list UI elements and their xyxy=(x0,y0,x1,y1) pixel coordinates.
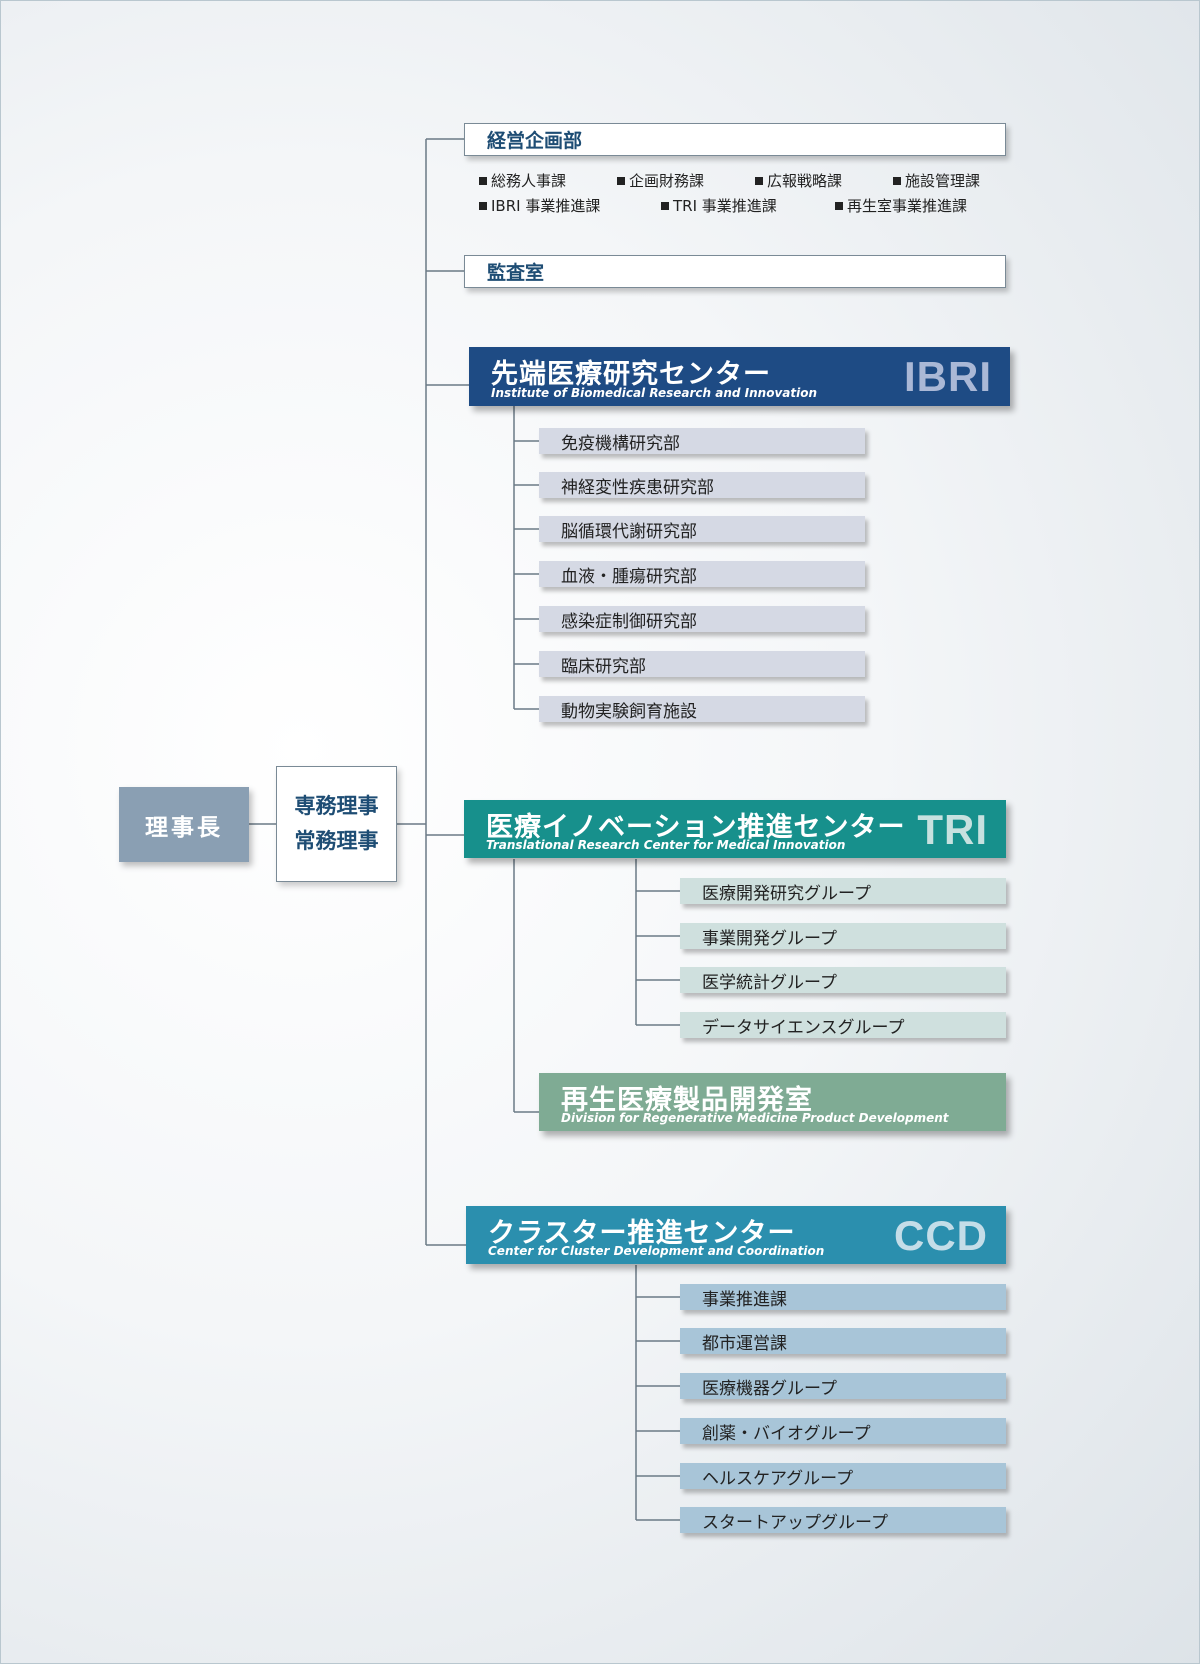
sections-row-2: IBRI 事業推進課 TRI 事業推進課 再生室事業推進課 xyxy=(479,194,1019,219)
ibri-unit: 感染症制御研究部 xyxy=(539,606,865,632)
sections-row-1: 総務人事課 企画財務課 広報戦略課 施設管理課 xyxy=(479,169,1019,194)
ccd-center: クラスター推進センター Center for Cluster Developme… xyxy=(466,1206,1006,1264)
regen-subtitle: Division for Regenerative Medicine Produ… xyxy=(561,1111,949,1125)
regen-division: 再生医療製品開発室 Division for Regenerative Medi… xyxy=(539,1073,1006,1131)
section-item: 広報戦略課 xyxy=(767,172,843,190)
section-item: 再生室事業推進課 xyxy=(847,197,968,215)
regen-name: 再生医療製品開発室 xyxy=(561,1085,813,1116)
ibri-unit: 神経変性疾患研究部 xyxy=(539,472,865,498)
corporate-planning-dept: 経営企画部 xyxy=(464,123,1006,156)
corporate-planning-sections: 総務人事課 企画財務課 広報戦略課 施設管理課 IBRI 事業推進課 TRI 事… xyxy=(479,169,1019,219)
executive-director: 専務理事 xyxy=(294,794,379,818)
ibri-unit: 免疫機構研究部 xyxy=(539,428,865,454)
section-item: 施設管理課 xyxy=(905,172,981,190)
chairman-box: 理事長 xyxy=(119,787,249,862)
ibri-unit: 動物実験飼育施設 xyxy=(539,696,865,722)
section-item: 企画財務課 xyxy=(629,172,705,190)
section-item: TRI 事業推進課 xyxy=(673,197,777,215)
ccd-unit: 医療機器グループ xyxy=(680,1373,1006,1399)
tri-center: 医療イノベーション推進センター Translational Research C… xyxy=(464,800,1006,858)
ibri-name: 先端医療研究センター xyxy=(491,359,771,390)
tri-unit: 事業開発グループ xyxy=(680,923,1006,949)
ccd-unit: スタートアップグループ xyxy=(680,1507,1006,1533)
executive-directors-box: 専務理事 常務理事 xyxy=(276,766,397,882)
tri-subtitle: Translational Research Center for Medica… xyxy=(486,838,846,852)
ibri-unit: 臨床研究部 xyxy=(539,651,865,677)
ibri-unit: 血液・腫瘍研究部 xyxy=(539,561,865,587)
ccd-subtitle: Center for Cluster Development and Coord… xyxy=(488,1244,825,1258)
ibri-center: 先端医療研究センター Institute of Biomedical Resea… xyxy=(469,347,1010,406)
ibri-unit: 脳循環代謝研究部 xyxy=(539,516,865,542)
ccd-unit: 創薬・バイオグループ xyxy=(680,1418,1006,1444)
section-item: 総務人事課 xyxy=(491,172,567,190)
ccd-unit: ヘルスケアグループ xyxy=(680,1463,1006,1489)
ccd-abbr: CCD xyxy=(894,1212,988,1259)
tri-unit: 医療開発研究グループ xyxy=(680,878,1006,904)
tri-abbr: TRI xyxy=(917,806,988,853)
ccd-name: クラスター推進センター xyxy=(488,1218,796,1249)
ibri-abbr: IBRI xyxy=(904,353,992,400)
managing-director: 常務理事 xyxy=(294,829,379,853)
audit-office: 監査室 xyxy=(464,255,1006,288)
tri-name: 医療イノベーション推進センター xyxy=(486,812,906,843)
ibri-subtitle: Institute of Biomedical Research and Inn… xyxy=(491,386,817,400)
section-item: IBRI 事業推進課 xyxy=(491,197,601,215)
ccd-unit: 事業推進課 xyxy=(680,1284,1006,1310)
tri-unit: データサイエンスグループ xyxy=(680,1012,1006,1038)
tri-unit: 医学統計グループ xyxy=(680,967,1006,993)
ccd-unit: 都市運営課 xyxy=(680,1328,1006,1354)
